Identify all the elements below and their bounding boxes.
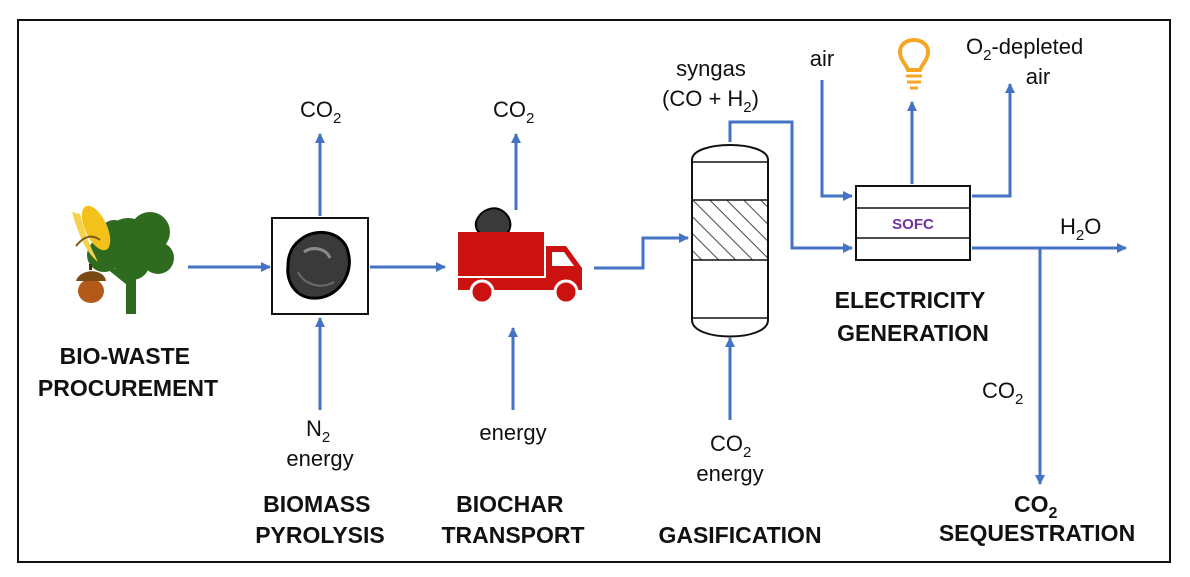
corn-icon [72,205,111,262]
flow-arrows [188,80,1127,485]
transport-co2-label: CO2 [493,97,534,127]
air-in-label: air [810,46,834,71]
gasifier-packed-bed [691,199,769,261]
sequestration-co2-flow-label: CO2 [982,378,1023,408]
stage-sequestration-co2-label: CO2 [1014,491,1058,522]
sofc-unit [855,185,971,261]
arrow-air-to-sofc [820,80,853,201]
pyrolysis-energy-label: energy [286,446,353,471]
biochar-rock-icon [286,230,351,300]
truck-icon [458,207,582,305]
o2-depleted-air-label: air [1026,64,1050,89]
arrow-transport-to-gasifier [594,233,689,270]
stage-procurement-label: BIO-WASTE PROCUREMENT [38,343,218,401]
transport-energy-label: energy [479,420,546,445]
stage-electricity-label: ELECTRICITY GENERATION [835,287,992,346]
arrow-syngas-to-sofc [728,120,853,253]
stage-pyrolysis-label: BIOMASS PYROLYSIS [255,491,385,548]
acorn-icon [76,264,106,303]
o2-depleted-label: O2-depleted [966,34,1083,64]
syngas-label: syngas [676,56,746,81]
stage-gasification-label: GASIFICATION [658,522,821,548]
pyrolysis-co2-label: CO2 [300,97,341,127]
gasifier-vessel [691,144,769,338]
stage-transport-label: BIOCHAR TRANSPORT [441,491,584,548]
stage-sequestration-label: SEQUESTRATION [939,520,1135,546]
arrow-sofc-o2-depleted-air [972,83,1015,198]
h2o-label: H2O [1060,214,1101,244]
diagram-frame [17,19,1171,563]
lightbulb-icon [897,38,931,90]
pyrolysis-n2-label: N2 [306,416,330,446]
gasifier-energy-label: energy [696,461,763,486]
sofc-label: SOFC [892,216,934,233]
gasifier-co2-label: CO2 [710,431,751,461]
syngas-composition-label: (CO + H2) [662,86,759,116]
